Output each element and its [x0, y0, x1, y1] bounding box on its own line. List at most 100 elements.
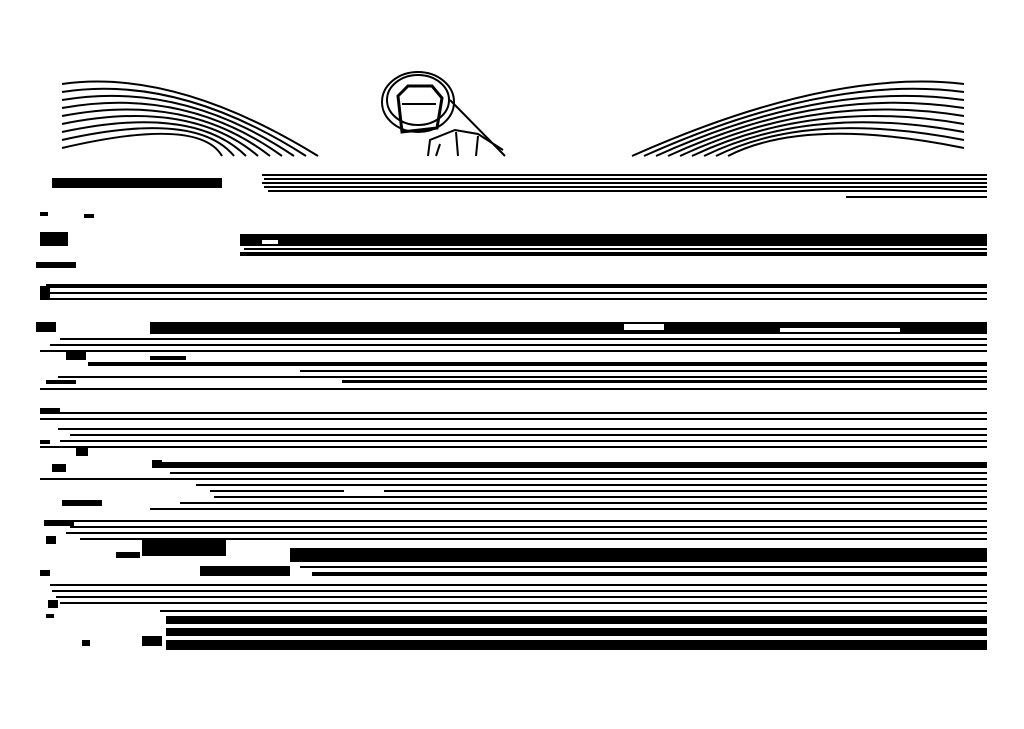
streak-line: [950, 398, 987, 402]
streak-line: [160, 610, 987, 612]
streak-line: [150, 322, 987, 334]
streak-line: [72, 520, 987, 522]
streak-line: [170, 472, 987, 474]
arc-line: [691, 114, 965, 157]
streak-line: [52, 178, 222, 188]
streak-line: [152, 460, 162, 468]
left-concentric-arcs: [61, 80, 319, 157]
streak-line: [40, 388, 987, 390]
streak-line: [150, 508, 987, 510]
streak-line: [240, 234, 987, 246]
streak-line: [190, 366, 300, 372]
streak-line: [230, 552, 290, 558]
streak-line: [268, 190, 987, 192]
streak-line: [312, 572, 987, 576]
streak-line: [56, 596, 987, 598]
streak-line: [46, 412, 987, 414]
streak-line: [290, 548, 987, 562]
streak-line: [52, 464, 66, 472]
arc-line: [61, 108, 271, 157]
streak-line: [60, 602, 987, 604]
streak-line: [44, 520, 74, 526]
arc-line: [727, 132, 965, 157]
streak-line: [160, 462, 987, 468]
streak-line: [244, 248, 987, 250]
arc-line: [679, 108, 965, 157]
streak-line: [40, 286, 50, 300]
arc-line: [643, 87, 965, 157]
streak-line: [66, 352, 86, 360]
arc-line: [61, 132, 223, 157]
streak-line: [344, 490, 384, 494]
streak-line: [48, 600, 58, 608]
streak-line: [342, 380, 987, 383]
horizontal-streak-band: [36, 174, 987, 650]
streak-line: [142, 636, 162, 646]
streak-line: [84, 214, 94, 218]
streak-line: [88, 362, 987, 366]
streak-line: [262, 182, 987, 184]
arc-line: [61, 127, 235, 157]
streak-line: [40, 350, 987, 352]
streak-line: [846, 196, 987, 198]
right-concentric-arcs: [631, 80, 965, 157]
streak-line: [46, 614, 54, 618]
streak-line: [40, 418, 987, 420]
arc-line: [61, 87, 307, 157]
streak-line: [624, 324, 664, 330]
streak-line: [80, 538, 987, 540]
streak-line: [142, 540, 226, 556]
streak-line: [62, 500, 102, 506]
arc-line: [61, 115, 259, 157]
streak-line: [40, 408, 60, 414]
streak-line: [264, 186, 987, 188]
streak-line: [40, 298, 987, 300]
streak-line: [46, 292, 987, 294]
streak-line: [46, 284, 987, 288]
hex-bolt-icon: [381, 71, 506, 157]
streak-line: [318, 378, 342, 382]
streak-line: [262, 174, 987, 176]
streak-line: [262, 240, 278, 244]
streak-line: [36, 322, 56, 332]
arc-line: [61, 101, 283, 157]
streak-line: [180, 502, 987, 504]
streak-line: [50, 584, 987, 586]
arc-line: [655, 94, 965, 157]
streak-line: [58, 428, 987, 430]
streak-line: [40, 440, 50, 444]
streak-line: [76, 446, 88, 456]
streak-line: [50, 344, 987, 346]
streak-line: [82, 640, 90, 646]
arc-line: [703, 121, 965, 157]
streak-line: [58, 376, 987, 378]
streak-line: [300, 370, 987, 372]
streak-line: [60, 338, 987, 340]
streak-line: [214, 496, 987, 498]
streak-line: [196, 484, 987, 486]
streak-line: [40, 212, 48, 216]
streak-line: [264, 178, 987, 180]
streak-line: [200, 566, 290, 576]
streak-line: [36, 262, 76, 268]
streak-line: [166, 616, 987, 624]
streak-line: [52, 590, 987, 592]
streak-line: [780, 328, 900, 332]
streak-line: [70, 434, 987, 436]
streak-line: [40, 446, 987, 448]
arc-line: [61, 121, 247, 157]
arc-line: [61, 94, 295, 157]
arc-line: [61, 80, 319, 157]
streak-line: [60, 440, 987, 442]
arc-line: [715, 127, 965, 157]
streak-line: [40, 478, 987, 480]
streak-line: [40, 570, 50, 576]
streak-line: [166, 628, 987, 636]
streak-line: [70, 526, 987, 528]
arc-line: [631, 80, 965, 157]
streak-line: [66, 532, 987, 534]
streak-line: [150, 356, 186, 360]
streak-line: [300, 566, 987, 568]
